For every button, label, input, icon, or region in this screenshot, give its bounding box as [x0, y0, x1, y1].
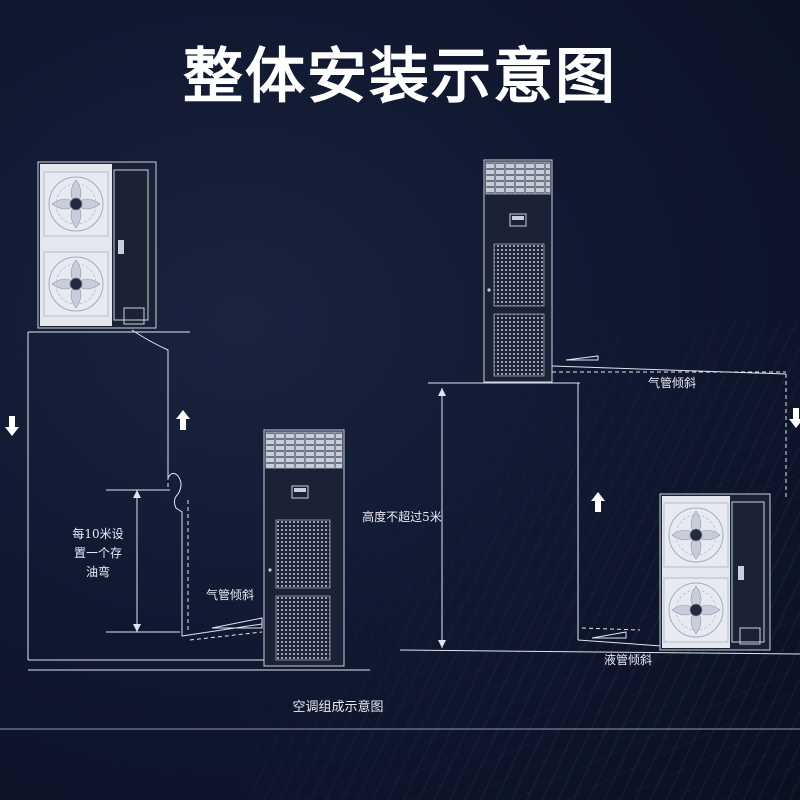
- arrow-up-icon: [176, 410, 190, 430]
- page-title: 整体安装示意图: [183, 42, 617, 112]
- right-ground-line: [399, 649, 800, 655]
- arrow-up-icon: [591, 492, 605, 512]
- oil-bend-label-2: 置一个存: [74, 546, 122, 560]
- arrow-down-icon: [5, 416, 19, 436]
- gas-slope-triangle-right: [565, 355, 599, 361]
- outdoor-unit-right: [659, 493, 771, 651]
- oil-bend-label-3: 油弯: [86, 564, 110, 579]
- fan-icon: [663, 502, 729, 568]
- oil-bend-label-1: 每10米设: [72, 526, 123, 541]
- indoor-unit-left: [263, 429, 345, 667]
- fan-icon: [43, 251, 109, 317]
- liquid-slope-triangle: [591, 631, 627, 639]
- oil-bend-loop: [167, 472, 183, 630]
- height-limit-label: 高度不超过5米: [362, 509, 442, 524]
- fan-icon: [43, 171, 109, 237]
- right-liquid-pipe-dashed: [581, 627, 641, 631]
- right-liquid-pipe: [577, 639, 663, 647]
- gas-slope-label-left: 气管倾斜: [206, 587, 254, 602]
- diagram-caption: 空调组成示意图: [292, 699, 383, 715]
- fan-icon: [663, 577, 729, 643]
- arrow-down-icon: [789, 408, 800, 428]
- right-gas-pipe: [551, 365, 787, 375]
- left-gas-pipe: [131, 329, 169, 478]
- gas-slope-label-right: 气管倾斜: [648, 375, 696, 390]
- left-pipe-to-indoor-dashed: [189, 631, 263, 641]
- gas-slope-triangle-left: [211, 617, 263, 629]
- outdoor-unit-left: [37, 161, 157, 329]
- liquid-slope-label: 液管倾斜: [604, 652, 652, 667]
- indoor-unit-right: [483, 159, 553, 383]
